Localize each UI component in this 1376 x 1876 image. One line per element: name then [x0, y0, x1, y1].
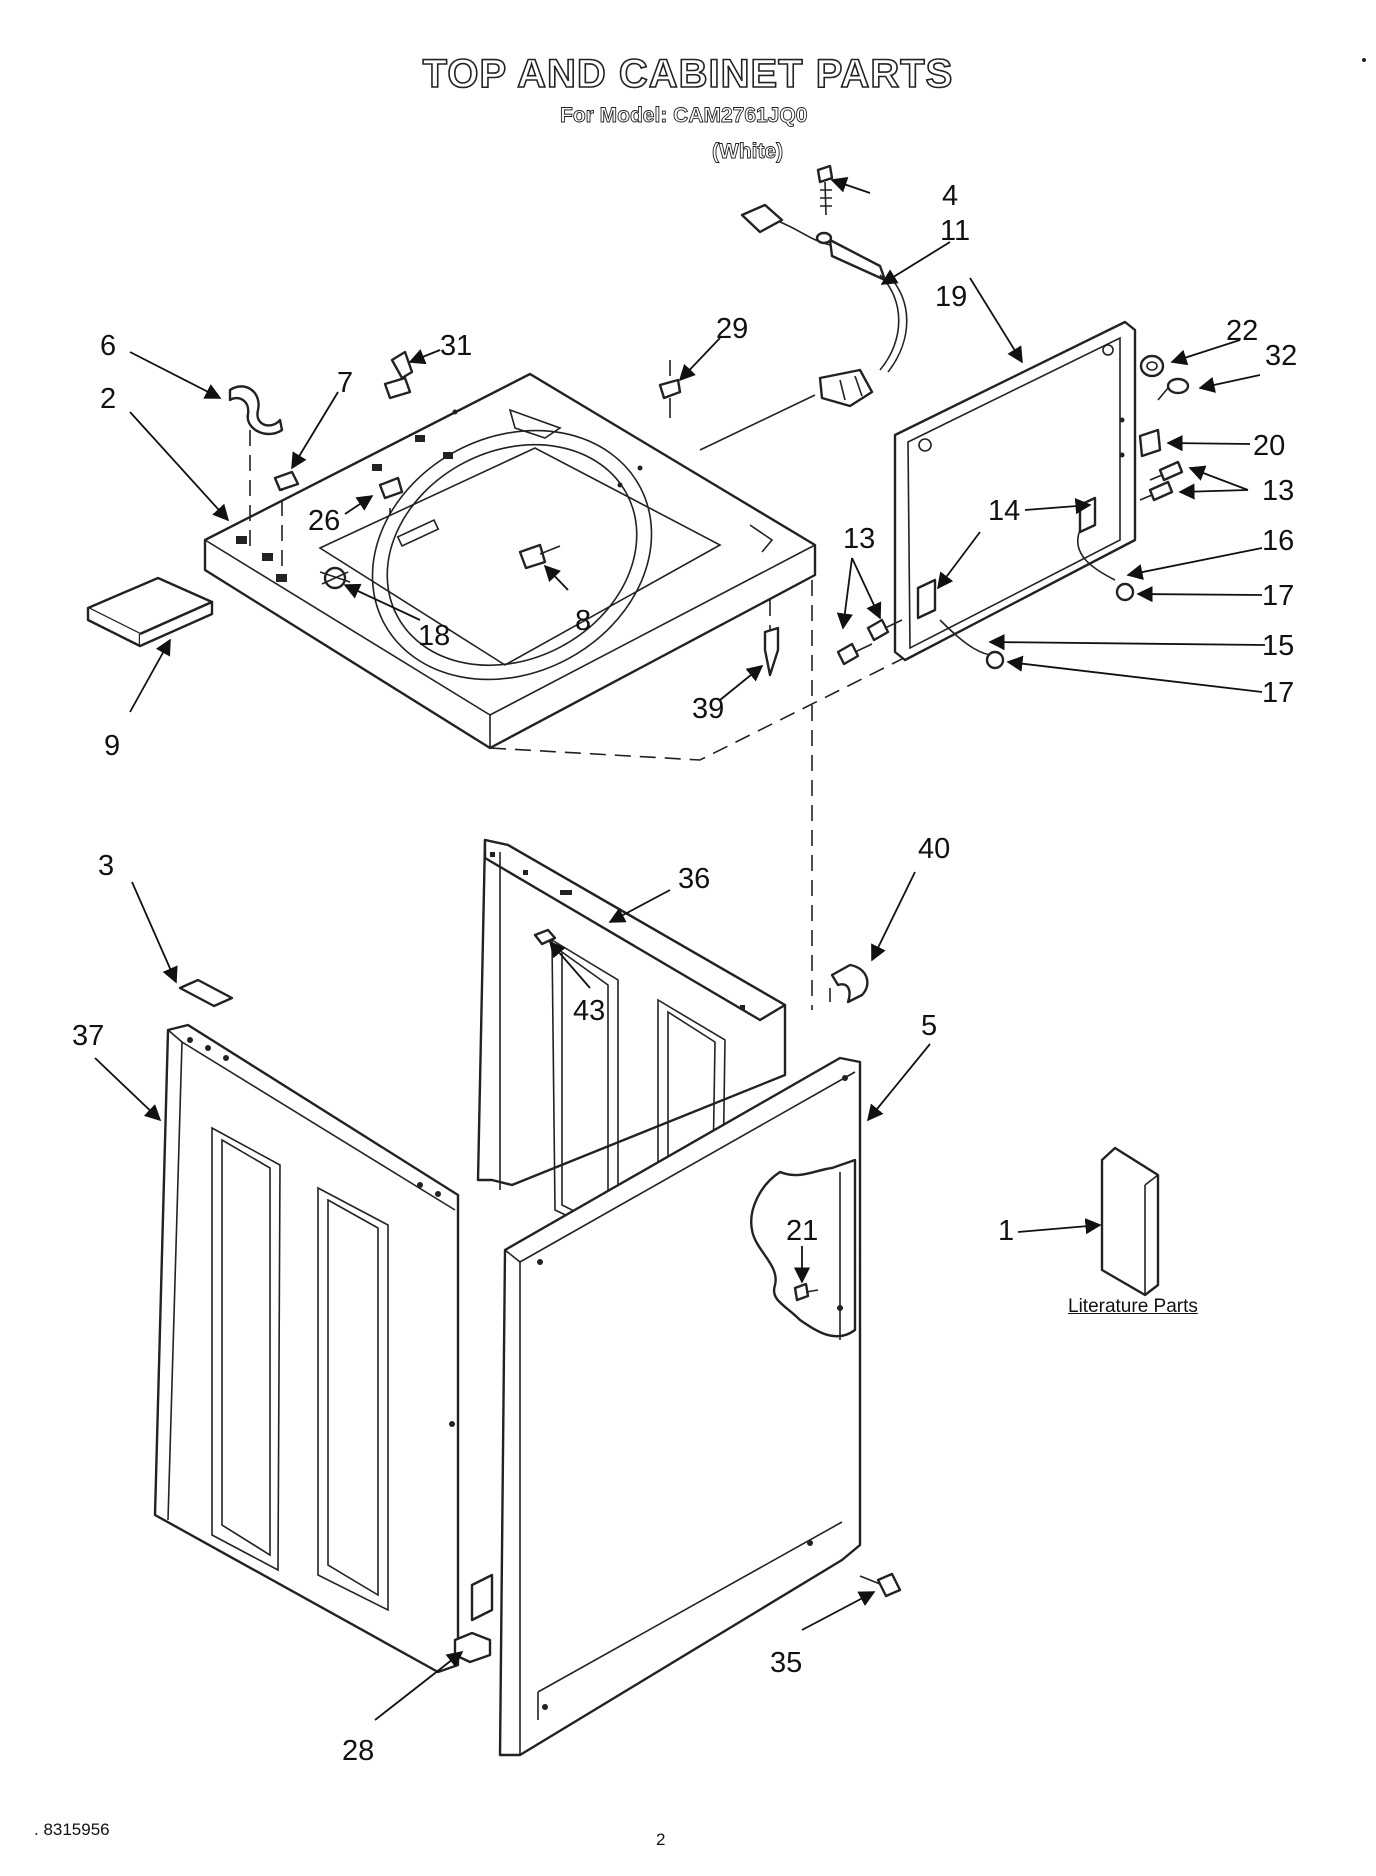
part-9-booklet	[86, 576, 214, 648]
part-39-fastener	[763, 626, 780, 677]
part-21-screw	[793, 1282, 810, 1302]
callout-labels: 4 11 19 22 32 20 13 14 13 16 17 15 17 6 …	[72, 180, 1297, 1767]
callout-43: 43	[573, 995, 605, 1027]
callout-20: 20	[1253, 430, 1285, 462]
part-7-bumper	[273, 470, 300, 492]
page-title: TOP AND CABINET PARTS	[422, 51, 954, 97]
top-panel	[203, 372, 817, 750]
callout-6: 6	[100, 330, 116, 362]
part-35-screw	[876, 1572, 902, 1598]
callout-22: 22	[1226, 315, 1258, 347]
callout-35: 35	[770, 1647, 802, 1679]
callout-16: 16	[1262, 525, 1294, 557]
color-note: (White)	[712, 140, 784, 164]
callout-7: 7	[337, 367, 353, 399]
model-line: For Model: CAM2761JQ0	[560, 104, 808, 128]
callout-4: 4	[942, 180, 958, 212]
callout-39: 39	[692, 693, 724, 725]
callout-18: 18	[418, 620, 450, 652]
callout-11: 11	[940, 215, 970, 247]
front-right-panel	[498, 963, 902, 1757]
part-8-screw	[518, 543, 547, 570]
callout-19: 19	[935, 281, 967, 313]
callout-28: 28	[342, 1735, 374, 1767]
callout-2: 2	[100, 383, 116, 415]
callout-26: 26	[308, 505, 340, 537]
callout-9: 9	[104, 730, 120, 762]
callout-5: 5	[921, 1010, 937, 1042]
callout-40: 40	[918, 833, 950, 865]
callout-13b: 13	[1262, 475, 1294, 507]
part-31-bracket	[390, 350, 414, 380]
part-40-bracket	[830, 963, 869, 1004]
part-28-bracket	[470, 1573, 494, 1622]
callout-13a: 13	[843, 523, 875, 555]
wire-harness	[740, 164, 908, 408]
part-1-literature	[1100, 1146, 1160, 1297]
console-frame	[836, 320, 1190, 670]
callout-29: 29	[716, 313, 748, 345]
part-3-cleat	[178, 978, 234, 1008]
document-number: . 8315956	[34, 1820, 110, 1839]
callout-21: 21	[786, 1215, 818, 1247]
callout-36: 36	[678, 863, 710, 895]
callout-15: 15	[1262, 630, 1294, 662]
page-number: 2	[656, 1830, 666, 1849]
left-side-panel	[153, 978, 494, 1674]
callout-32: 32	[1265, 340, 1297, 372]
callout-37: 37	[72, 1020, 104, 1052]
part-26-bumper	[378, 476, 404, 500]
part-29-screw	[658, 378, 682, 400]
callout-31: 31	[440, 330, 472, 362]
callout-1: 1	[998, 1215, 1014, 1247]
callout-17a: 17	[1262, 580, 1294, 612]
callout-8: 8	[575, 605, 591, 637]
literature-parts-label: Literature Parts	[1068, 1296, 1198, 1317]
part-6-clip	[228, 385, 284, 436]
corner-mark	[1362, 58, 1366, 62]
callout-17b: 17	[1262, 677, 1294, 709]
leader-lines	[94, 177, 1266, 1721]
callout-14: 14	[988, 495, 1020, 527]
rear-panel	[476, 838, 787, 1262]
callout-3: 3	[98, 850, 114, 882]
